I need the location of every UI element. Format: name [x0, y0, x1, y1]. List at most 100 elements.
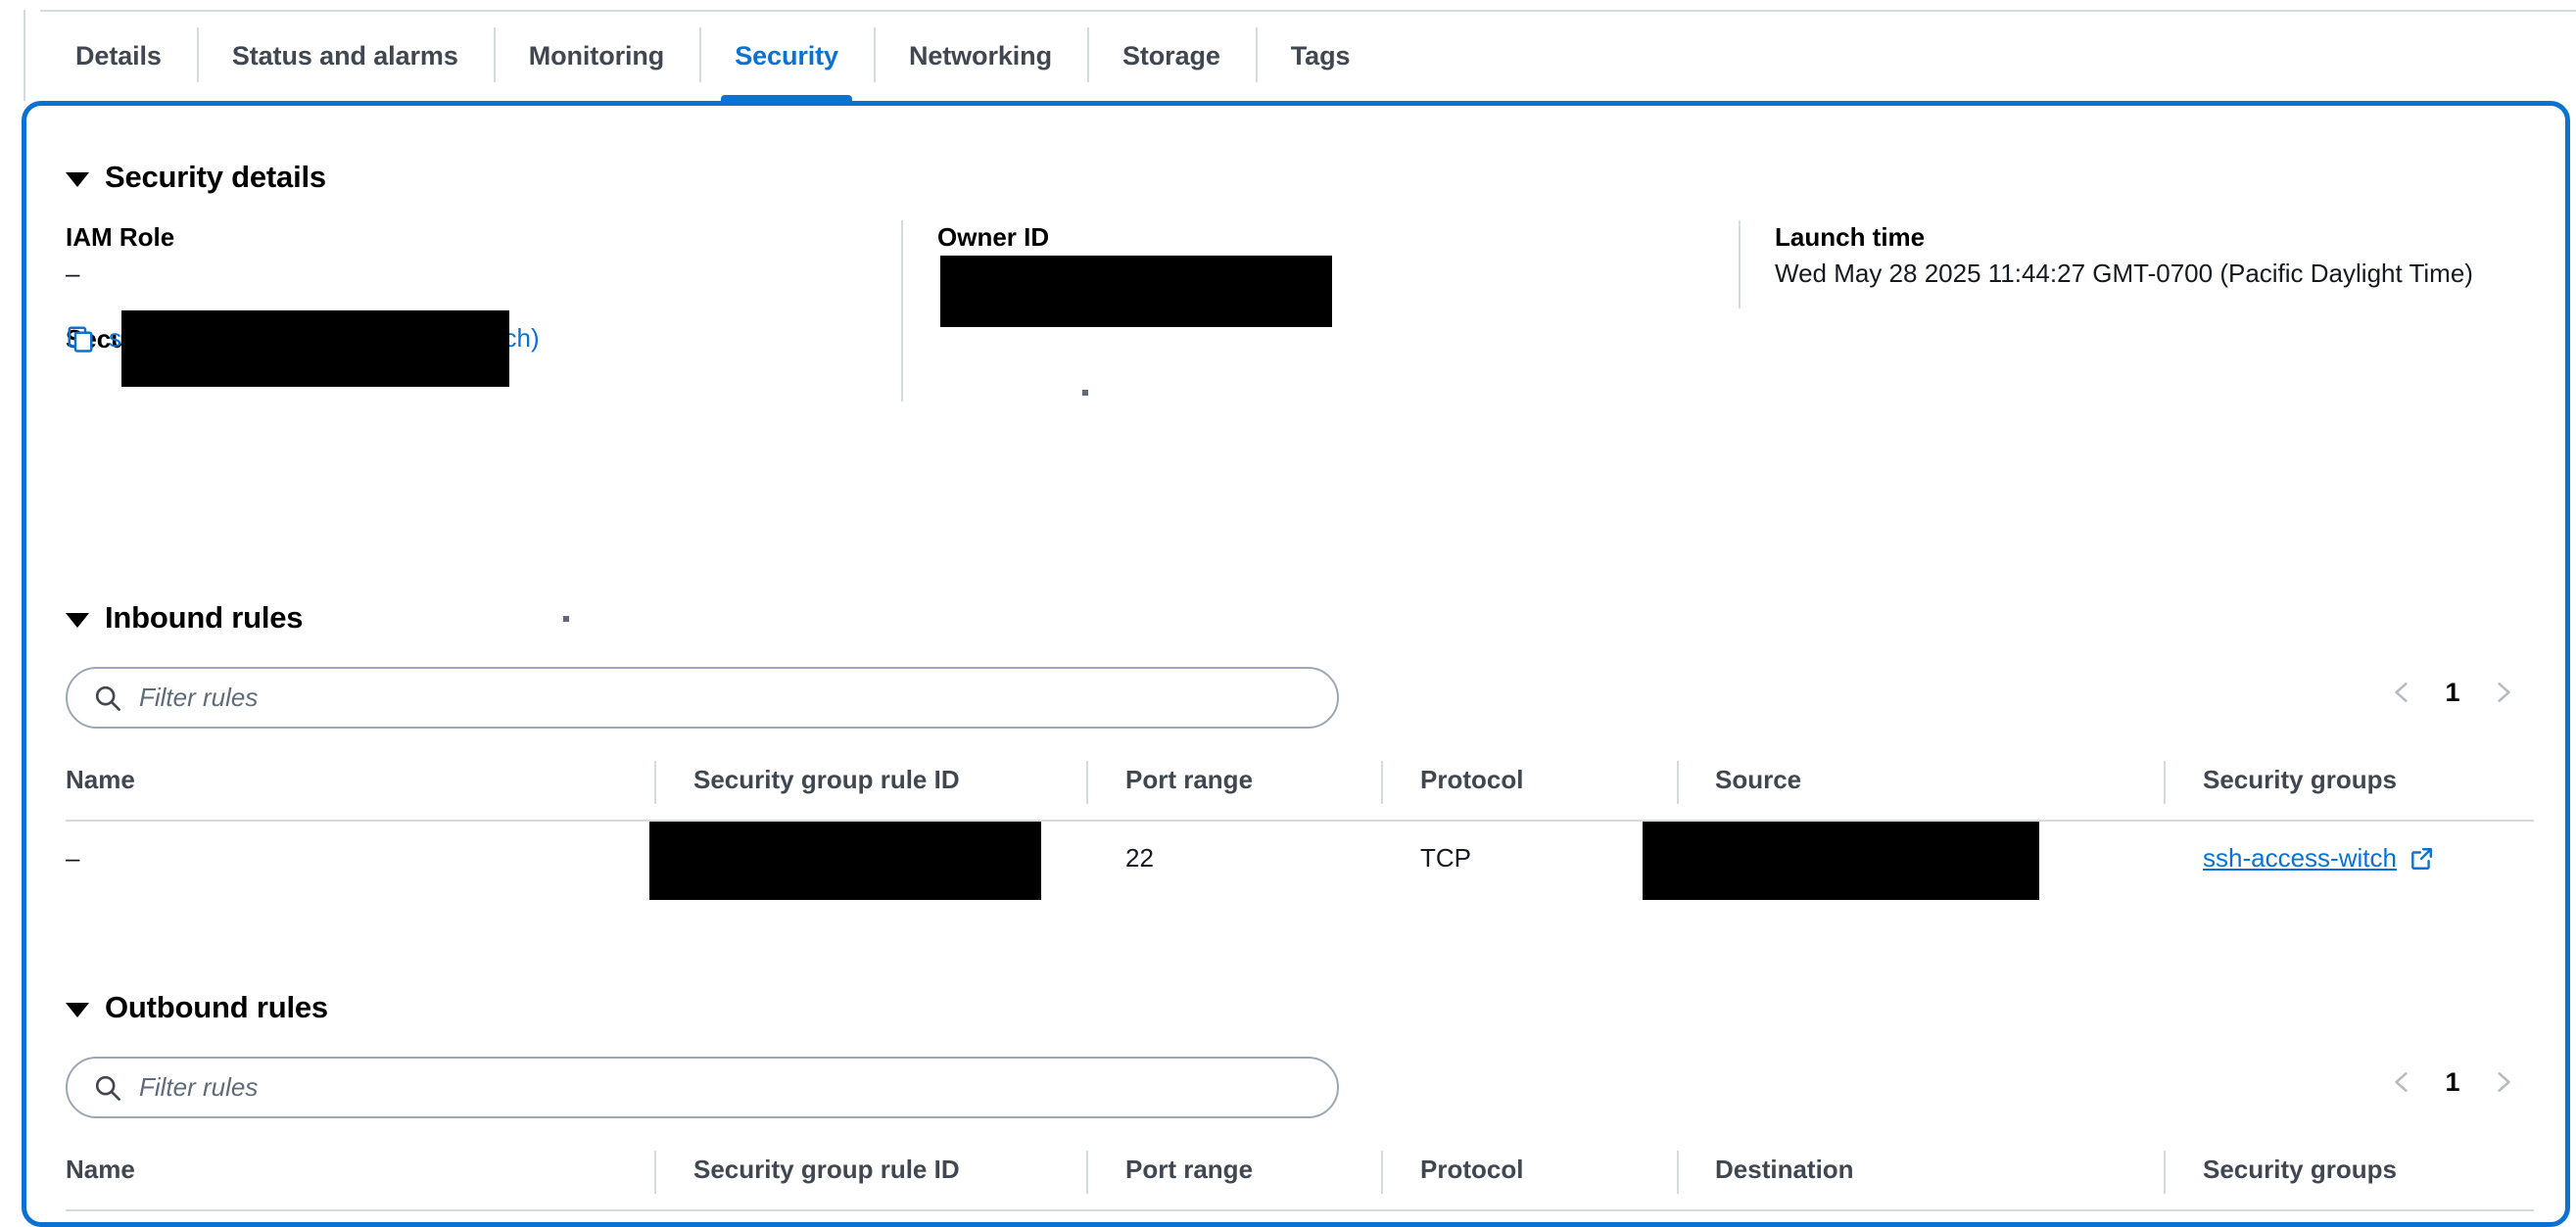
outbound-rules-title: Outbound rules	[105, 990, 328, 1024]
inbound-rules-header[interactable]: Inbound rules	[66, 600, 2534, 636]
column-header-rule-id[interactable]: Security group rule ID	[693, 765, 960, 794]
cell-port-range: 22	[1125, 843, 1154, 873]
search-icon	[93, 1073, 121, 1102]
launch-time-label: Launch time	[1775, 222, 1926, 252]
cell-name: –	[66, 843, 80, 873]
tab-tags-label: Tags	[1290, 40, 1351, 71]
table-header-divider	[66, 1209, 2534, 1211]
inbound-filter-input[interactable]	[139, 683, 1312, 713]
column-header-source[interactable]: Source	[1715, 765, 1802, 794]
security-details-column-middle: Owner ID	[903, 220, 1741, 327]
column-divider-2	[1739, 220, 1741, 308]
tab-bar-left-divider	[24, 10, 25, 101]
launch-time-value: Wed May 28 2025 11:44:27 GMT-0700 (Pacif…	[1775, 259, 2473, 288]
security-details-column-right: Launch time Wed May 28 2025 11:44:27 GMT…	[1741, 220, 2565, 293]
security-details-header[interactable]: Security details	[66, 160, 2534, 195]
tab-storage[interactable]: Storage	[1086, 12, 1256, 100]
copy-icon[interactable]	[66, 324, 95, 354]
header-divider	[2164, 761, 2166, 804]
security-group-link-label: ssh-access-witch	[2203, 843, 2397, 873]
outbound-rules-header[interactable]: Outbound rules	[66, 990, 2534, 1025]
tab-monitoring[interactable]: Monitoring	[493, 12, 699, 100]
tab-tags[interactable]: Tags	[1255, 12, 1386, 100]
tab-status-and-alarms[interactable]: Status and alarms	[196, 12, 494, 100]
chevron-down-icon	[66, 171, 89, 187]
table-row[interactable]: – 22 TCP ssh-access-witch	[66, 820, 2534, 902]
search-icon	[93, 684, 121, 712]
header-divider	[654, 761, 656, 804]
security-details-section: Security details IAM Role – Security gro…	[66, 160, 2534, 401]
column-header-name[interactable]: Name	[66, 765, 135, 794]
redaction-source	[1643, 822, 2039, 900]
header-divider	[1381, 1151, 1383, 1194]
outbound-rules-table: Name Security group rule ID Port range P…	[66, 1147, 2534, 1211]
inbound-filter-row: 1	[66, 667, 2534, 735]
tab-details-label: Details	[75, 40, 162, 71]
tab-bar: Details Status and alarms Monitoring Sec…	[0, 0, 2576, 103]
column-header-security-groups[interactable]: Security groups	[2203, 765, 2397, 794]
tab-networking[interactable]: Networking	[873, 12, 1087, 100]
inbound-rules-section: Inbound rules 1	[66, 600, 2534, 900]
chevron-right-icon[interactable]	[2491, 1062, 2516, 1102]
tab-bar-top-divider	[40, 10, 2576, 12]
tab-storage-label: Storage	[1121, 40, 1220, 71]
column-header-name[interactable]: Name	[66, 1155, 135, 1184]
chevron-left-icon[interactable]	[2389, 1062, 2414, 1102]
column-header-rule-id[interactable]: Security group rule ID	[693, 1155, 960, 1184]
stray-dot-artifact	[563, 616, 569, 622]
outbound-table-header-row: Name Security group rule ID Port range P…	[66, 1147, 2534, 1209]
iam-role-label: IAM Role	[66, 222, 175, 252]
tab-security-label: Security	[735, 40, 838, 71]
header-divider	[1381, 761, 1383, 804]
iam-role-value: –	[66, 259, 80, 288]
outbound-filter-input[interactable]	[139, 1072, 1312, 1103]
column-header-security-groups[interactable]: Security groups	[2203, 1155, 2397, 1184]
tab-networking-label: Networking	[908, 40, 1052, 71]
cell-security-group-link[interactable]: ssh-access-witch	[2203, 843, 2434, 873]
chevron-left-icon[interactable]	[2389, 673, 2414, 712]
tab-details[interactable]: Details	[40, 12, 197, 100]
stray-dot-artifact	[1082, 390, 1088, 396]
inbound-table-header-row: Name Security group rule ID Port range P…	[66, 757, 2534, 820]
redaction-owner-id	[940, 256, 1332, 327]
security-tab-panel: Security details IAM Role – Security gro…	[22, 101, 2570, 1227]
header-divider	[1086, 761, 1088, 804]
tab-monitoring-label: Monitoring	[528, 40, 665, 71]
outbound-filter-row: 1	[66, 1057, 2534, 1125]
owner-id-label: Owner ID	[937, 222, 1050, 252]
redaction-rule-id	[649, 822, 1041, 900]
header-divider	[654, 1151, 656, 1194]
outbound-filter-box[interactable]	[66, 1057, 1339, 1118]
column-header-port-range[interactable]: Port range	[1125, 765, 1254, 794]
active-tab-indicator	[721, 95, 852, 103]
inbound-rules-table: Name Security group rule ID Port range P…	[66, 757, 2534, 902]
tab-list: Details Status and alarms Monitoring Sec…	[40, 12, 1386, 103]
outbound-page-number[interactable]: 1	[2445, 1066, 2460, 1097]
inbound-rules-title: Inbound rules	[105, 600, 304, 635]
security-details-title: Security details	[105, 160, 326, 194]
table-header-divider	[66, 820, 2534, 822]
cell-protocol: TCP	[1420, 843, 1471, 873]
header-divider	[1677, 1151, 1679, 1194]
inbound-pagination: 1	[2389, 673, 2516, 712]
external-link-icon	[2409, 846, 2434, 872]
redaction-security-group-id	[121, 310, 509, 387]
tab-status-and-alarms-label: Status and alarms	[231, 40, 458, 71]
chevron-right-icon[interactable]	[2491, 673, 2516, 712]
chevron-down-icon	[66, 1002, 89, 1017]
security-details-columns: IAM Role – Security groups sg- s-witch)	[66, 220, 2534, 426]
column-header-protocol[interactable]: Protocol	[1420, 1155, 1524, 1184]
security-details-column-left: IAM Role – Security groups sg- s-witch)	[66, 220, 869, 387]
outbound-rules-section: Outbound rules 1	[66, 990, 2534, 1211]
column-header-destination[interactable]: Destination	[1715, 1155, 1854, 1184]
header-divider	[2164, 1151, 2166, 1194]
inbound-filter-box[interactable]	[66, 667, 1339, 729]
column-header-port-range[interactable]: Port range	[1125, 1155, 1254, 1184]
inbound-page-number[interactable]: 1	[2445, 677, 2460, 707]
tab-security[interactable]: Security	[699, 12, 874, 103]
header-divider	[1677, 761, 1679, 804]
chevron-down-icon	[66, 612, 89, 628]
column-divider-1	[901, 220, 903, 401]
column-header-protocol[interactable]: Protocol	[1420, 765, 1524, 794]
header-divider	[1086, 1151, 1088, 1194]
